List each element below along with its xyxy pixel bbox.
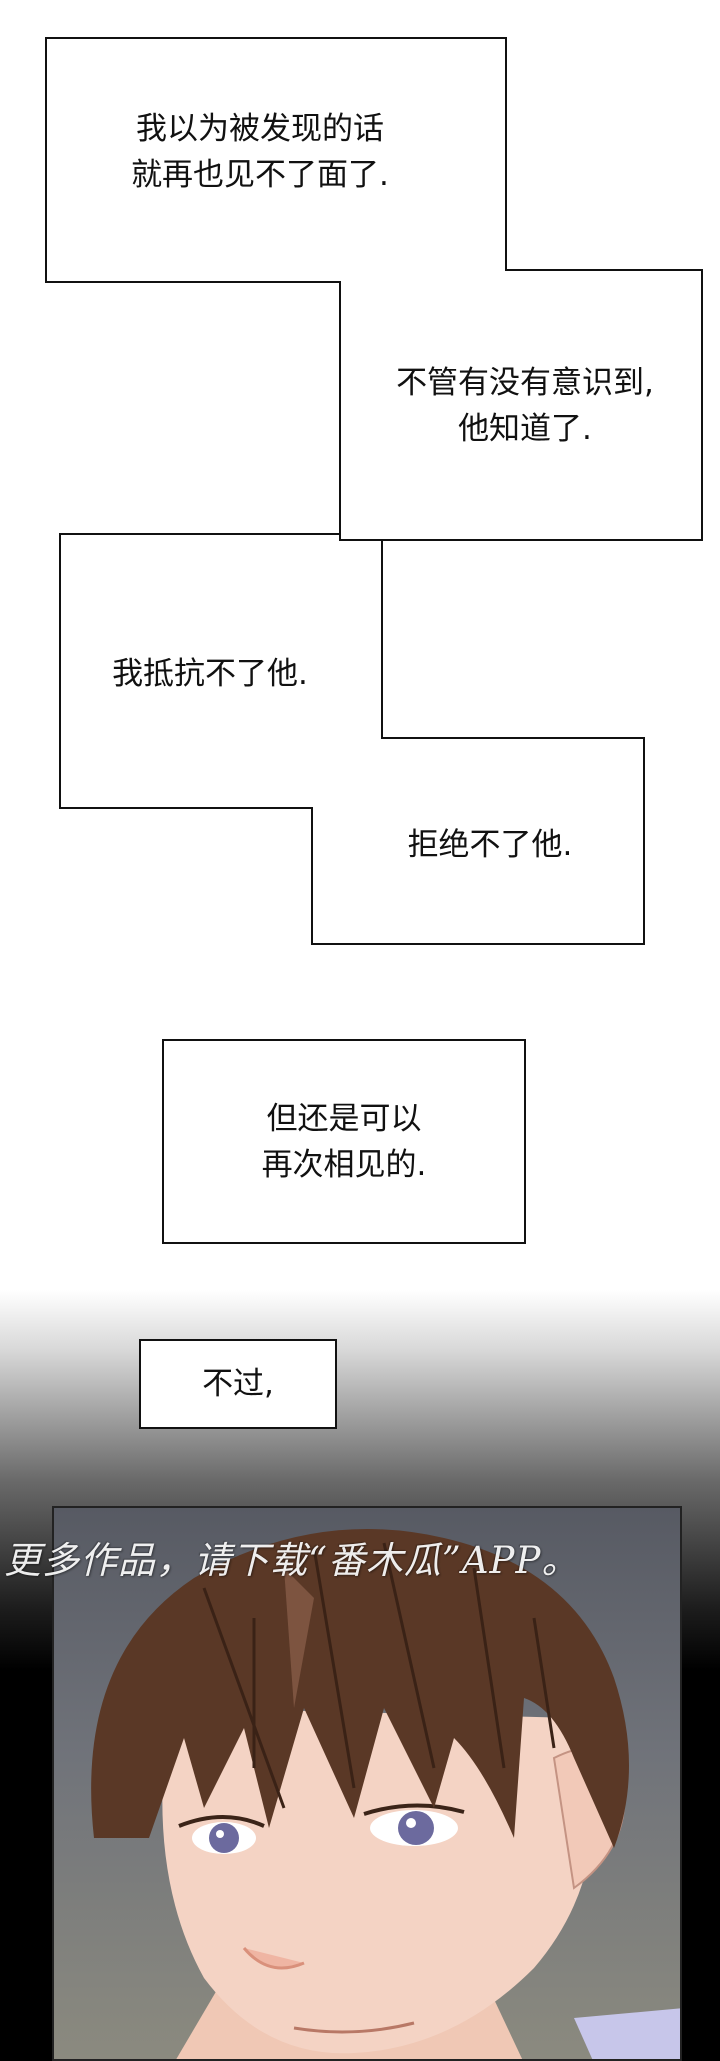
- caption-text-line: 我以为被发现的话: [136, 111, 384, 147]
- caption-text-line: 不过,: [202, 1366, 274, 1402]
- caption-text-line: 不管有没有意识到,: [396, 365, 654, 401]
- caption-box-5: 但还是可以 再次相见的.: [162, 1039, 526, 1244]
- caption-box-3: 我抵抗不了他.: [70, 651, 350, 697]
- caption-box-6: 不过,: [139, 1339, 337, 1429]
- watermark-text: 更多作品，请下载“番木瓜”APP。: [4, 1539, 580, 1582]
- caption-text-line: 他知道了.: [458, 411, 592, 447]
- caption-outline-group-1: [45, 37, 703, 945]
- caption-text-line: 就再也见不了面了.: [131, 157, 389, 193]
- character-illustration: [91, 1529, 680, 2059]
- caption-box-1: 我以为被发现的话 就再也见不了面了.: [80, 106, 440, 198]
- comic-panel: [52, 1506, 682, 2061]
- caption-text-line: 我抵抗不了他.: [112, 656, 308, 692]
- caption-box-2: 不管有没有意识到, 他知道了.: [360, 360, 690, 452]
- caption-box-4: 拒绝不了他.: [370, 822, 610, 868]
- caption-text-line: 拒绝不了他.: [407, 827, 573, 863]
- caption-text-line: 但还是可以: [266, 1100, 422, 1137]
- caption-text-line: 再次相见的.: [261, 1146, 427, 1183]
